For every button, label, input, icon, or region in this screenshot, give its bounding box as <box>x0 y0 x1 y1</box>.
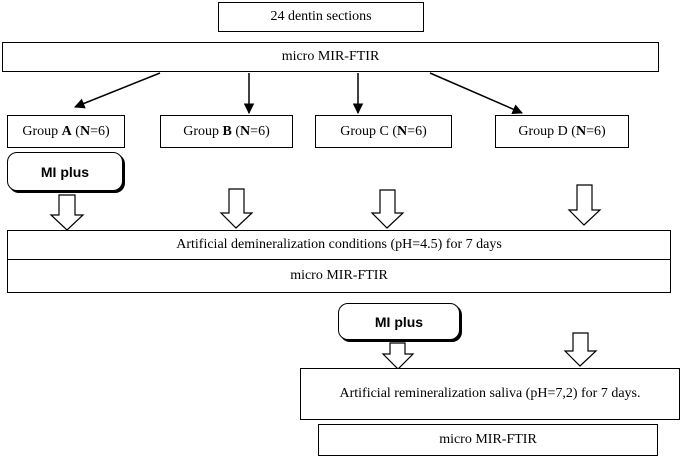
group-c-label: Group C (N=6) <box>340 123 427 139</box>
dentin-sections-label: 24 dentin sections <box>270 9 372 24</box>
group-d-box: Group D (N=6) <box>495 115 629 148</box>
ftir-label-3: micro MIR-FTIR <box>439 432 537 447</box>
block-arrow-d <box>567 184 602 226</box>
block-arrow-c <box>370 189 405 229</box>
block-arrow-b <box>219 188 254 229</box>
group-a-label: Group A (N=6) <box>22 123 110 139</box>
ftir-label-2: micro MIR-FTIR <box>290 268 388 283</box>
group-b-label: Group B (N=6) <box>183 123 270 139</box>
mi-plus-label-2: MI plus <box>374 313 424 330</box>
block-arrow-remin-right <box>563 332 598 367</box>
ftir-label-1: micro MIR-FTIR <box>281 49 380 64</box>
group-a-box: Group A (N=6) <box>7 115 125 148</box>
group-c-box: Group C (N=6) <box>315 115 452 148</box>
group-b-box: Group B (N=6) <box>160 115 293 148</box>
mi-plus-box-2: MI plus <box>338 303 460 340</box>
ftir-box-1: micro MIR-FTIR <box>2 42 659 72</box>
demineralization-label: Artificial demineralization conditions (… <box>176 237 502 252</box>
ftir-box-2: micro MIR-FTIR <box>7 259 671 293</box>
block-arrow-a <box>49 194 85 231</box>
group-d-label: Group D (N=6) <box>518 123 606 139</box>
arrow-to-group-a <box>74 72 161 109</box>
remineralization-box: Artificial remineralization saliva (pH=7… <box>300 368 680 420</box>
arrow-to-group-d <box>429 72 523 115</box>
ftir-box-3: micro MIR-FTIR <box>318 424 658 456</box>
demineralization-box: Artificial demineralization conditions (… <box>7 230 671 260</box>
remineralization-label: Artificial remineralization saliva (pH=7… <box>339 386 641 401</box>
dentin-sections-box: 24 dentin sections <box>218 2 424 32</box>
mi-plus-label-1: MI plus <box>40 163 90 180</box>
block-arrow-remin-left <box>381 342 415 370</box>
mi-plus-box-1: MI plus <box>7 152 123 191</box>
